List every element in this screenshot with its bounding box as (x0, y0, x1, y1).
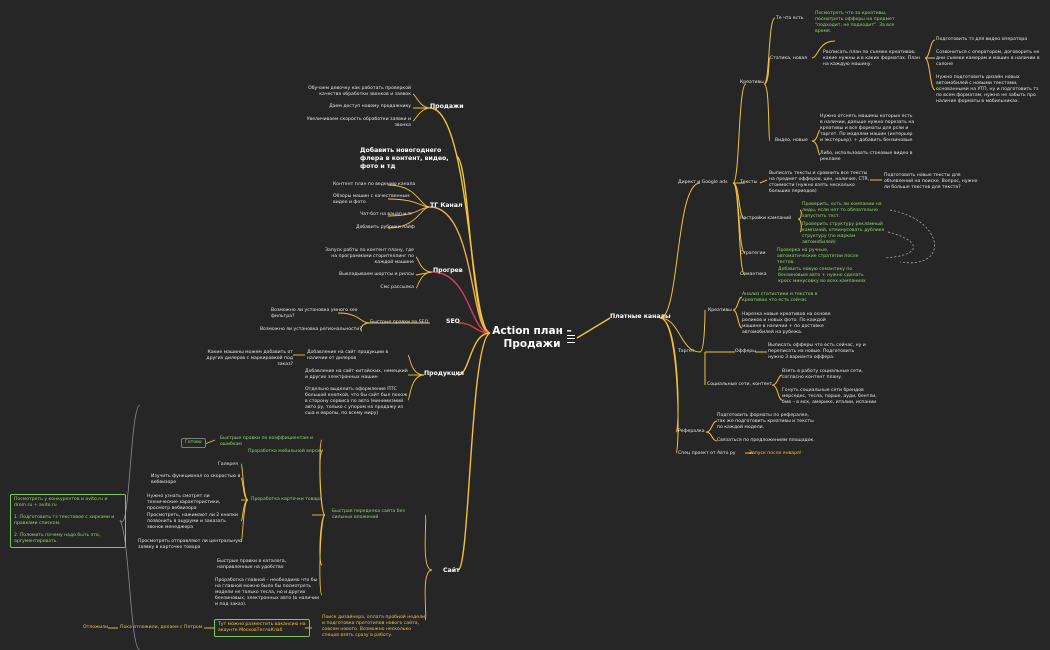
tg-item-1[interactable]: Контент план по ведению канала (333, 182, 416, 187)
card-item-4[interactable]: Просмотреть, нажимают ли 2 кнопки позвон… (147, 513, 239, 530)
static-plan[interactable]: Расписать план по съемке креативов, каки… (823, 50, 921, 67)
direct-texts[interactable]: Тексты (740, 180, 758, 185)
creatives-static[interactable]: Статика, новая (770, 56, 807, 61)
avito-note[interactable]: Запуск после января! (749, 451, 802, 456)
settings-item-1[interactable]: Проверить, есть ли компании на лиды, есл… (802, 202, 882, 219)
creatives-video[interactable]: Видео, новые (775, 138, 808, 143)
done-badge[interactable]: Готово (181, 438, 206, 448)
video-item-2[interactable]: Либо, использовать стоковые видео в рекл… (820, 151, 913, 162)
card-item-5[interactable]: Просмотреть отправляют ли центральную за… (138, 539, 242, 550)
referral-item-2[interactable]: Связаться по предложениям площадок. (717, 438, 815, 443)
branch-product (457, 332, 491, 376)
root-title[interactable]: Action план – Продажи (492, 325, 572, 351)
site-main-page[interactable]: Проработка главной – необходимо что бы н… (215, 578, 320, 607)
node-direct[interactable]: Директ и Google ads (678, 180, 728, 185)
target-social[interactable]: Социальные сети, контент (707, 382, 773, 387)
social-item-1[interactable]: Взять в работу социальные сети, согласно… (782, 369, 863, 380)
node-target[interactable]: Таргет (678, 349, 695, 354)
branch-flyer (455, 155, 491, 334)
target-offers[interactable]: Офферы (735, 349, 756, 354)
node-avito[interactable]: Спец проект от Авто ру (678, 451, 736, 456)
done-label: Готово (185, 440, 202, 445)
site-catalog[interactable]: Быстрые правки в каталога, направленные … (217, 559, 287, 570)
node-product[interactable]: Продукция (424, 370, 464, 377)
warmup-item-3[interactable]: Смс рассылка (380, 285, 414, 290)
referral-item-1[interactable]: Подготовить форматы по рефералке, так же… (717, 413, 814, 430)
product-item-2[interactable]: Добавление на сайт китайских, немецкий и… (305, 369, 408, 380)
settings-item-2[interactable]: Проверить структуру рекламный кампаний, … (802, 222, 885, 245)
social-item-2[interactable]: Гонуть социальные сети брендов мерседес,… (782, 388, 877, 405)
tg-item-3[interactable]: Чат-бот на вацап и тг (360, 212, 413, 217)
node-sales[interactable]: Продажи (430, 103, 464, 110)
target-creatives-item-1[interactable]: Анализ статистики и текстов в креативах … (742, 292, 818, 303)
direct-strategy[interactable]: Стратегии (740, 251, 766, 256)
creatives-what[interactable]: Те что есть (776, 16, 804, 21)
static-item-3[interactable]: Нужно подготовить дизайн новых автомобил… (936, 75, 1039, 104)
site-aside[interactable]: Тут можно разместить вакансию на акаунте… (214, 619, 310, 637)
product-item-3[interactable]: Отдельно выделить оформление ПТС большой… (305, 387, 408, 416)
texts-next[interactable]: Подготовить новые тексты для объявлений … (884, 173, 978, 190)
video-item-1[interactable]: Нужно отснять машины которые есть в нали… (820, 114, 915, 143)
site-quick[interactable]: Быстрая переделка сайта без сильных влож… (332, 509, 405, 520)
site-mobile[interactable]: Проработка мобильной версии (248, 449, 324, 454)
semantics-note[interactable]: Добавить новую семантику по бензиновым а… (778, 267, 866, 284)
direct-semantics[interactable]: Семантика (740, 272, 767, 277)
static-item-1[interactable]: Подготовить тз для видео оператора (936, 37, 1028, 42)
node-paid[interactable]: Платные каналы (610, 313, 671, 320)
tg-item-2[interactable]: Обзоры машин с качественным видео и фото (333, 194, 410, 205)
product-question[interactable]: Какие машины можем добавить от других ди… (206, 350, 293, 367)
site-card[interactable]: Проработка карточки товара (251, 497, 322, 502)
branch-site (457, 332, 491, 571)
direct-creatives[interactable]: Креативы (740, 80, 764, 85)
strategy-note[interactable]: Проверка на ручные, автоматические страт… (777, 248, 859, 265)
node-referral[interactable]: Рефералка (678, 429, 705, 434)
node-tg[interactable]: ТГ Канал (430, 202, 463, 209)
sales-item-3[interactable]: Увеличиваем скорость обработки заявки и … (306, 117, 411, 128)
warmup-item-1[interactable]: Запуск рабты по контент плану, где на пр… (325, 248, 414, 265)
sales-item-1[interactable]: Обучаем девочку как работать проверкой к… (308, 86, 411, 97)
card-item-3[interactable]: Нужно узнать смотрят ли технические хара… (147, 494, 221, 511)
branch-sales (429, 107, 491, 334)
tg-item-4[interactable]: Добавить рубрики лайф (356, 225, 415, 230)
node-seo[interactable]: SEO (446, 318, 460, 325)
site-postponed-note[interactable]: Пока отложили, делаем с Петром (120, 625, 203, 630)
offers-note[interactable]: Выписать офферы что есть сейчас, ну и пе… (768, 343, 866, 360)
sales-item-2[interactable]: Даем доступ новому продажнику (329, 104, 411, 109)
site-postponed[interactable]: Отложили (83, 625, 109, 630)
site-fixes[interactable]: Быстрые правки по коэффициентам и ошибка… (220, 436, 314, 447)
card-item-2[interactable]: Изучить функционал со скоростью в вебвиз… (151, 474, 241, 485)
branch-tg (429, 206, 491, 334)
texts-note[interactable]: Выписать тексты и сравнить все тексты на… (769, 171, 870, 194)
static-item-2[interactable]: Созвониться с оператором, договорить не … (936, 50, 1040, 67)
target-creatives-item-2[interactable]: Нарезка новые креативов на основе ролико… (742, 312, 831, 335)
branch-paid (576, 317, 611, 339)
seo-item-1[interactable]: Возможно ли установка умного seo фильтра… (271, 308, 358, 319)
seo-sub[interactable]: Быстрые правки по SEO (370, 320, 429, 325)
seo-item-2[interactable]: Возможно ли установка региональности? (260, 327, 362, 332)
direct-settings[interactable]: Настройки кампаний (740, 216, 792, 221)
target-creatives[interactable]: Креативы (708, 308, 732, 313)
node-site[interactable]: Сайт (443, 567, 460, 574)
creatives-what-note[interactable]: Посмотреть что за креативы, посмотреть о… (815, 11, 895, 34)
node-warmup[interactable]: Прогрев (433, 267, 463, 274)
site-designer[interactable]: Поиск дизайнера, оплата пробной недели и… (322, 615, 425, 638)
warmup-item-2[interactable]: Выкладываем шортсы и рилсы (338, 272, 414, 277)
product-item-1[interactable]: Добавление на сайт продукции в наличии о… (307, 350, 389, 361)
card-note[interactable]: Посмотреть у конкурентов и avito.ru и dr… (10, 494, 126, 548)
card-item-1[interactable]: Галерея (218, 462, 238, 467)
node-flyer[interactable]: Добавить новогоднего флера в контент, ви… (360, 147, 449, 171)
menu-icon[interactable] (567, 335, 575, 343)
branch-warmup (431, 271, 491, 334)
